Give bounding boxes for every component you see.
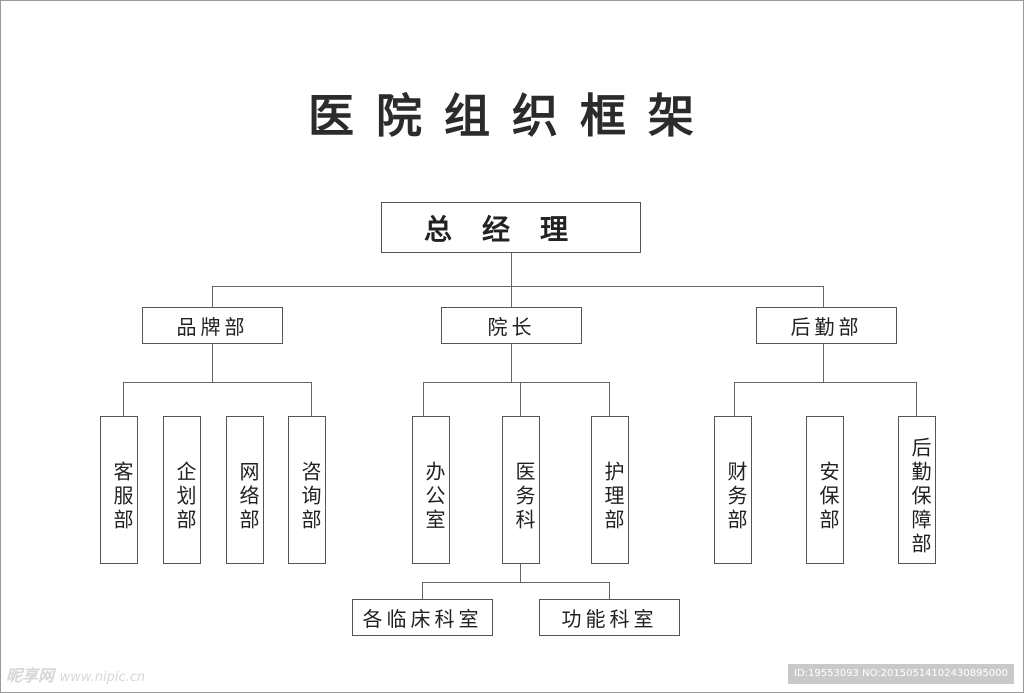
dean-box: 院长 — [441, 307, 582, 344]
planning-dept-label: 企划部 — [173, 461, 197, 533]
dean-label: 院长 — [487, 315, 536, 339]
connector-line — [212, 286, 213, 307]
watermark-logo: 昵享网 www.nipic.cn — [6, 662, 145, 686]
customer-service-box: 客服部 — [100, 416, 138, 564]
functional-depts-box: 功能科室 — [539, 599, 680, 636]
connector-line — [520, 382, 521, 416]
connector-line — [916, 382, 917, 416]
page-title: 医院组织框架 — [308, 89, 716, 143]
security-dept-label: 安保部 — [816, 461, 840, 533]
general-manager-box: 总经理 — [381, 202, 641, 253]
watermark-logo-text: 昵享网 — [6, 666, 55, 685]
brand-dept-label: 品牌部 — [176, 315, 249, 339]
clinical-depts-label: 各临床科室 — [362, 607, 483, 631]
connector-line — [823, 286, 824, 307]
connector-line — [734, 382, 735, 416]
medical-affairs-label: 医务科 — [512, 461, 536, 533]
finance-dept-box: 财务部 — [714, 416, 752, 564]
connector-line — [511, 344, 512, 383]
connector-line — [511, 286, 512, 307]
consulting-dept-box: 咨询部 — [288, 416, 326, 564]
connector-line — [212, 286, 824, 287]
security-dept-box: 安保部 — [806, 416, 844, 564]
watermark-site: www.nipic.cn — [59, 670, 146, 685]
general-manager-label: 总经理 — [423, 212, 598, 246]
connector-line — [423, 382, 610, 383]
connector-line — [212, 344, 213, 383]
logistics-dept-label: 后勤部 — [790, 315, 863, 339]
planning-dept-box: 企划部 — [163, 416, 201, 564]
logistics-support-box: 后勤保障部 — [898, 416, 936, 564]
connector-line — [423, 382, 424, 416]
connector-line — [520, 564, 521, 583]
connector-line — [609, 382, 610, 416]
connector-line — [511, 253, 512, 287]
connector-line — [123, 382, 312, 383]
connector-line — [823, 344, 824, 383]
medical-affairs-box: 医务科 — [502, 416, 540, 564]
connector-line — [734, 382, 917, 383]
network-dept-box: 网络部 — [226, 416, 264, 564]
image-id-footer: ID:19553093 NO:20150514102430895000 — [788, 664, 1014, 684]
nursing-dept-box: 护理部 — [591, 416, 629, 564]
connector-line — [311, 382, 312, 416]
customer-service-label: 客服部 — [110, 461, 134, 533]
connector-line — [609, 582, 610, 599]
clinical-depts-box: 各临床科室 — [352, 599, 493, 636]
consulting-dept-label: 咨询部 — [298, 461, 322, 533]
logistics-dept-box: 后勤部 — [756, 307, 897, 344]
network-dept-label: 网络部 — [236, 461, 260, 533]
brand-dept-box: 品牌部 — [142, 307, 283, 344]
office-label: 办公室 — [422, 461, 446, 533]
functional-depts-label: 功能科室 — [561, 607, 658, 631]
connector-line — [123, 382, 124, 416]
connector-line — [422, 582, 610, 583]
office-box: 办公室 — [412, 416, 450, 564]
nursing-dept-label: 护理部 — [601, 461, 625, 533]
logistics-support-label: 后勤保障部 — [908, 437, 932, 557]
finance-dept-label: 财务部 — [724, 461, 748, 533]
connector-line — [422, 582, 423, 599]
